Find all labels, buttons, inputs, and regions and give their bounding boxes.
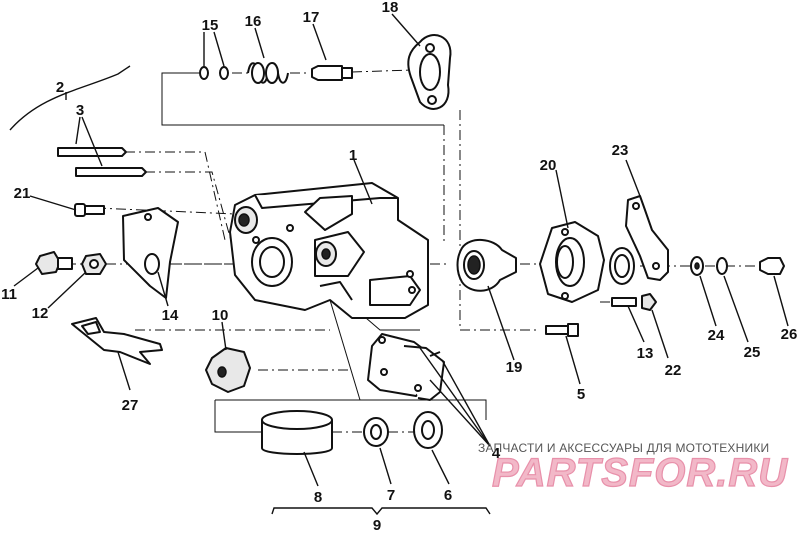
ring-25 bbox=[716, 257, 728, 275]
bolt-11 bbox=[35, 251, 73, 275]
callout-5: 5 bbox=[577, 386, 585, 403]
callout-2: 2 bbox=[56, 79, 64, 96]
callout-26: 26 bbox=[781, 326, 798, 343]
spring bbox=[247, 62, 289, 84]
nut-10 bbox=[205, 347, 251, 393]
seal-ring bbox=[609, 247, 635, 285]
callout-27: 27 bbox=[122, 397, 139, 414]
washer-24 bbox=[690, 256, 704, 276]
piston-8 bbox=[261, 410, 333, 455]
callout-6: 6 bbox=[444, 487, 452, 504]
nut-12 bbox=[81, 253, 107, 275]
callout-20: 20 bbox=[540, 157, 557, 174]
callout-21: 21 bbox=[14, 185, 31, 202]
caliper-body bbox=[229, 182, 429, 319]
callout-19: 19 bbox=[506, 359, 523, 376]
plunger-pin bbox=[311, 65, 353, 81]
bracket-23 bbox=[625, 195, 669, 281]
callout-10: 10 bbox=[212, 307, 229, 324]
gasket bbox=[407, 34, 452, 110]
callout-24: 24 bbox=[708, 327, 725, 344]
bleeder-26 bbox=[759, 257, 785, 275]
bolt-13 bbox=[611, 297, 637, 307]
callout-22: 22 bbox=[665, 362, 682, 379]
callout-1: 1 bbox=[349, 147, 357, 164]
bolt-21 bbox=[74, 203, 105, 217]
watermark-logo: PARTSFOR.RU bbox=[492, 451, 788, 495]
nut-22 bbox=[641, 293, 657, 311]
callout-11: 11 bbox=[1, 286, 17, 303]
brake-pad-27 bbox=[71, 317, 163, 365]
callout-18: 18 bbox=[382, 0, 399, 16]
seal-6 bbox=[413, 411, 443, 449]
callout-4: 4 bbox=[492, 445, 501, 462]
callout-23: 23 bbox=[612, 142, 629, 159]
watermark-tagline: ЗАПЧАСТИ И АКСЕССУАРЫ ДЛЯ МОТОТЕХНИКИ bbox=[478, 441, 769, 455]
o-rings bbox=[199, 66, 229, 80]
callout-13: 13 bbox=[637, 345, 654, 362]
callout-3: 3 bbox=[76, 102, 84, 119]
seal-7 bbox=[363, 417, 389, 447]
housing-20 bbox=[539, 221, 605, 303]
pins bbox=[57, 147, 147, 177]
watermark: ЗАПЧАСТИ И АКСЕССУАРЫ ДЛЯ МОТОТЕХНИКИ PA… bbox=[478, 441, 788, 496]
leader-lines bbox=[9, 13, 789, 516]
callout-7: 7 bbox=[387, 487, 395, 504]
bracket-14 bbox=[122, 207, 179, 299]
guide-lines bbox=[66, 69, 760, 433]
callout-8: 8 bbox=[314, 489, 322, 506]
callout-9: 9 bbox=[373, 517, 381, 534]
cover-19 bbox=[456, 239, 517, 292]
callout-14: 14 bbox=[162, 307, 179, 324]
callout-25: 25 bbox=[744, 344, 761, 361]
callout-17: 17 bbox=[303, 9, 320, 26]
callout-16: 16 bbox=[245, 13, 262, 30]
brake-pads-4 bbox=[367, 333, 445, 401]
callout-12: 12 bbox=[32, 305, 49, 322]
screw-5 bbox=[545, 323, 579, 337]
callout-15: 15 bbox=[202, 17, 219, 34]
